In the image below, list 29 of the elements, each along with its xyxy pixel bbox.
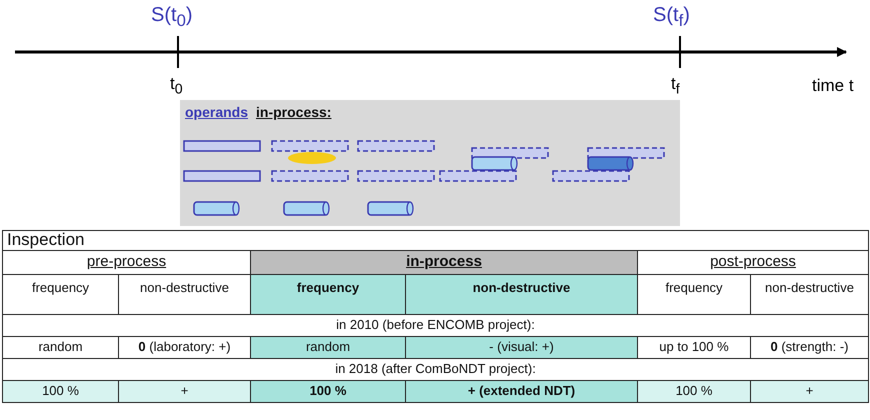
table-cell: + (extended NDT) [406,380,638,402]
column-header: in-process [250,250,638,274]
axis-label: time t [812,76,854,96]
column-header: non-destructive [406,274,638,314]
column-header: non-destructive [118,274,250,314]
column-header: frequency [2,274,118,314]
table-cell: up to 100 % [638,336,750,358]
time-label: t$_{f}$ [671,74,680,98]
table-cell: random [2,336,118,358]
table-cell: 100 % [638,380,750,402]
table-cell: 100 % [2,380,118,402]
state-label: S(t$_{0}$) [151,4,192,31]
table-cell: 100 % [250,380,406,402]
time-label: t$_{0}$ [170,74,183,98]
table-cell: 0 (strength: -) [750,336,868,358]
table-cell: + [750,380,868,402]
panel-heading: operands [185,104,248,120]
table-cell: + [118,380,250,402]
panel-heading: in-process: [256,104,332,120]
column-header: pre-process [2,250,250,274]
column-header: non-destructive [750,274,868,314]
table-cell: random [250,336,406,358]
table-title: Inspection [2,230,868,250]
table-cell: 0 (laboratory: +) [118,336,250,358]
column-header: frequency [250,274,406,314]
column-header: frequency [638,274,750,314]
table-cell: - (visual: +) [406,336,638,358]
state-label: S(t$_{f}$) [653,4,690,31]
column-header: post-process [638,250,868,274]
